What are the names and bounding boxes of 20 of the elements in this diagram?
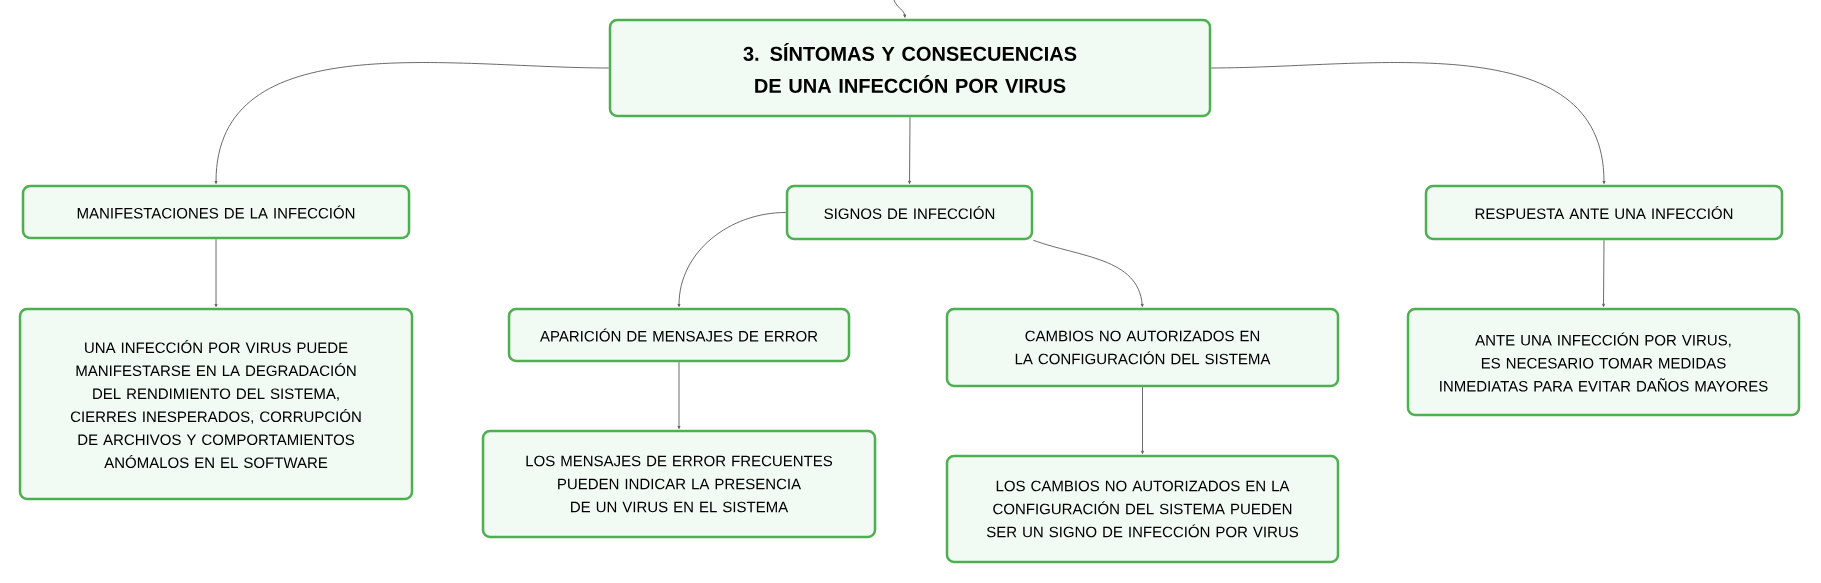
arrow xyxy=(1210,62,1606,184)
arrow xyxy=(908,116,911,184)
topic-box: SIGNOS DE INFECCIÓN xyxy=(785,184,1034,241)
arrow xyxy=(1602,239,1605,308)
arrow xyxy=(677,361,681,430)
arrow xyxy=(214,238,218,308)
topic-box: LOS CAMBIOS NO AUTORIZADOS EN LA CONFIGURACIÓN DEL SISTEMA PUEDEN SER UN SIGNO DE INFECCIÓN POR VIRUS xyxy=(945,454,1340,564)
topic-box: ANTE UNA INFECCIÓN POR VIRUS, ES NECESARIO TOMAR MEDIDAS INMEDIATAS PARA EVITAR DAÑOS MAYORES xyxy=(1406,307,1801,417)
topic-box: CAMBIOS NO AUTORIZADOS EN LA CONFIGURACIÓN DEL SISTEMA xyxy=(945,307,1340,388)
topic-box: UNA INFECCIÓN POR VIRUS PUEDE MANIFESTARSE EN LA DEGRADACIÓN DEL RENDIMIENTO DEL SISTEMA, CIERRES INESPERADOS, CORRUPCIÓN DE ARCHIVOS Y COMPORTAMIENTOS ANÓMALOS EN EL SOFTWARE xyxy=(18,307,414,501)
arrow xyxy=(1141,386,1144,455)
topic-box: APARICIÓN DE MENSAJES DE ERROR xyxy=(507,307,851,363)
topic-box: MANIFESTACIONES DE LA INFECCIÓN xyxy=(21,184,411,240)
arrow xyxy=(1032,239,1144,308)
arrow xyxy=(677,212,787,308)
arrow xyxy=(214,62,610,184)
arrow xyxy=(893,0,907,18)
title-box: 3. SÍNTOMAS Y CONSECUENCIAS DE UNA INFECCIÓN POR VIRUS xyxy=(608,18,1212,118)
topic-box: LOS MENSAJES DE ERROR FRECUENTES PUEDEN INDICAR LA PRESENCIA DE UN VIRUS EN EL SISTEMA xyxy=(481,429,877,539)
topic-box: RESPUESTA ANTE UNA INFECCIÓN xyxy=(1424,184,1784,241)
